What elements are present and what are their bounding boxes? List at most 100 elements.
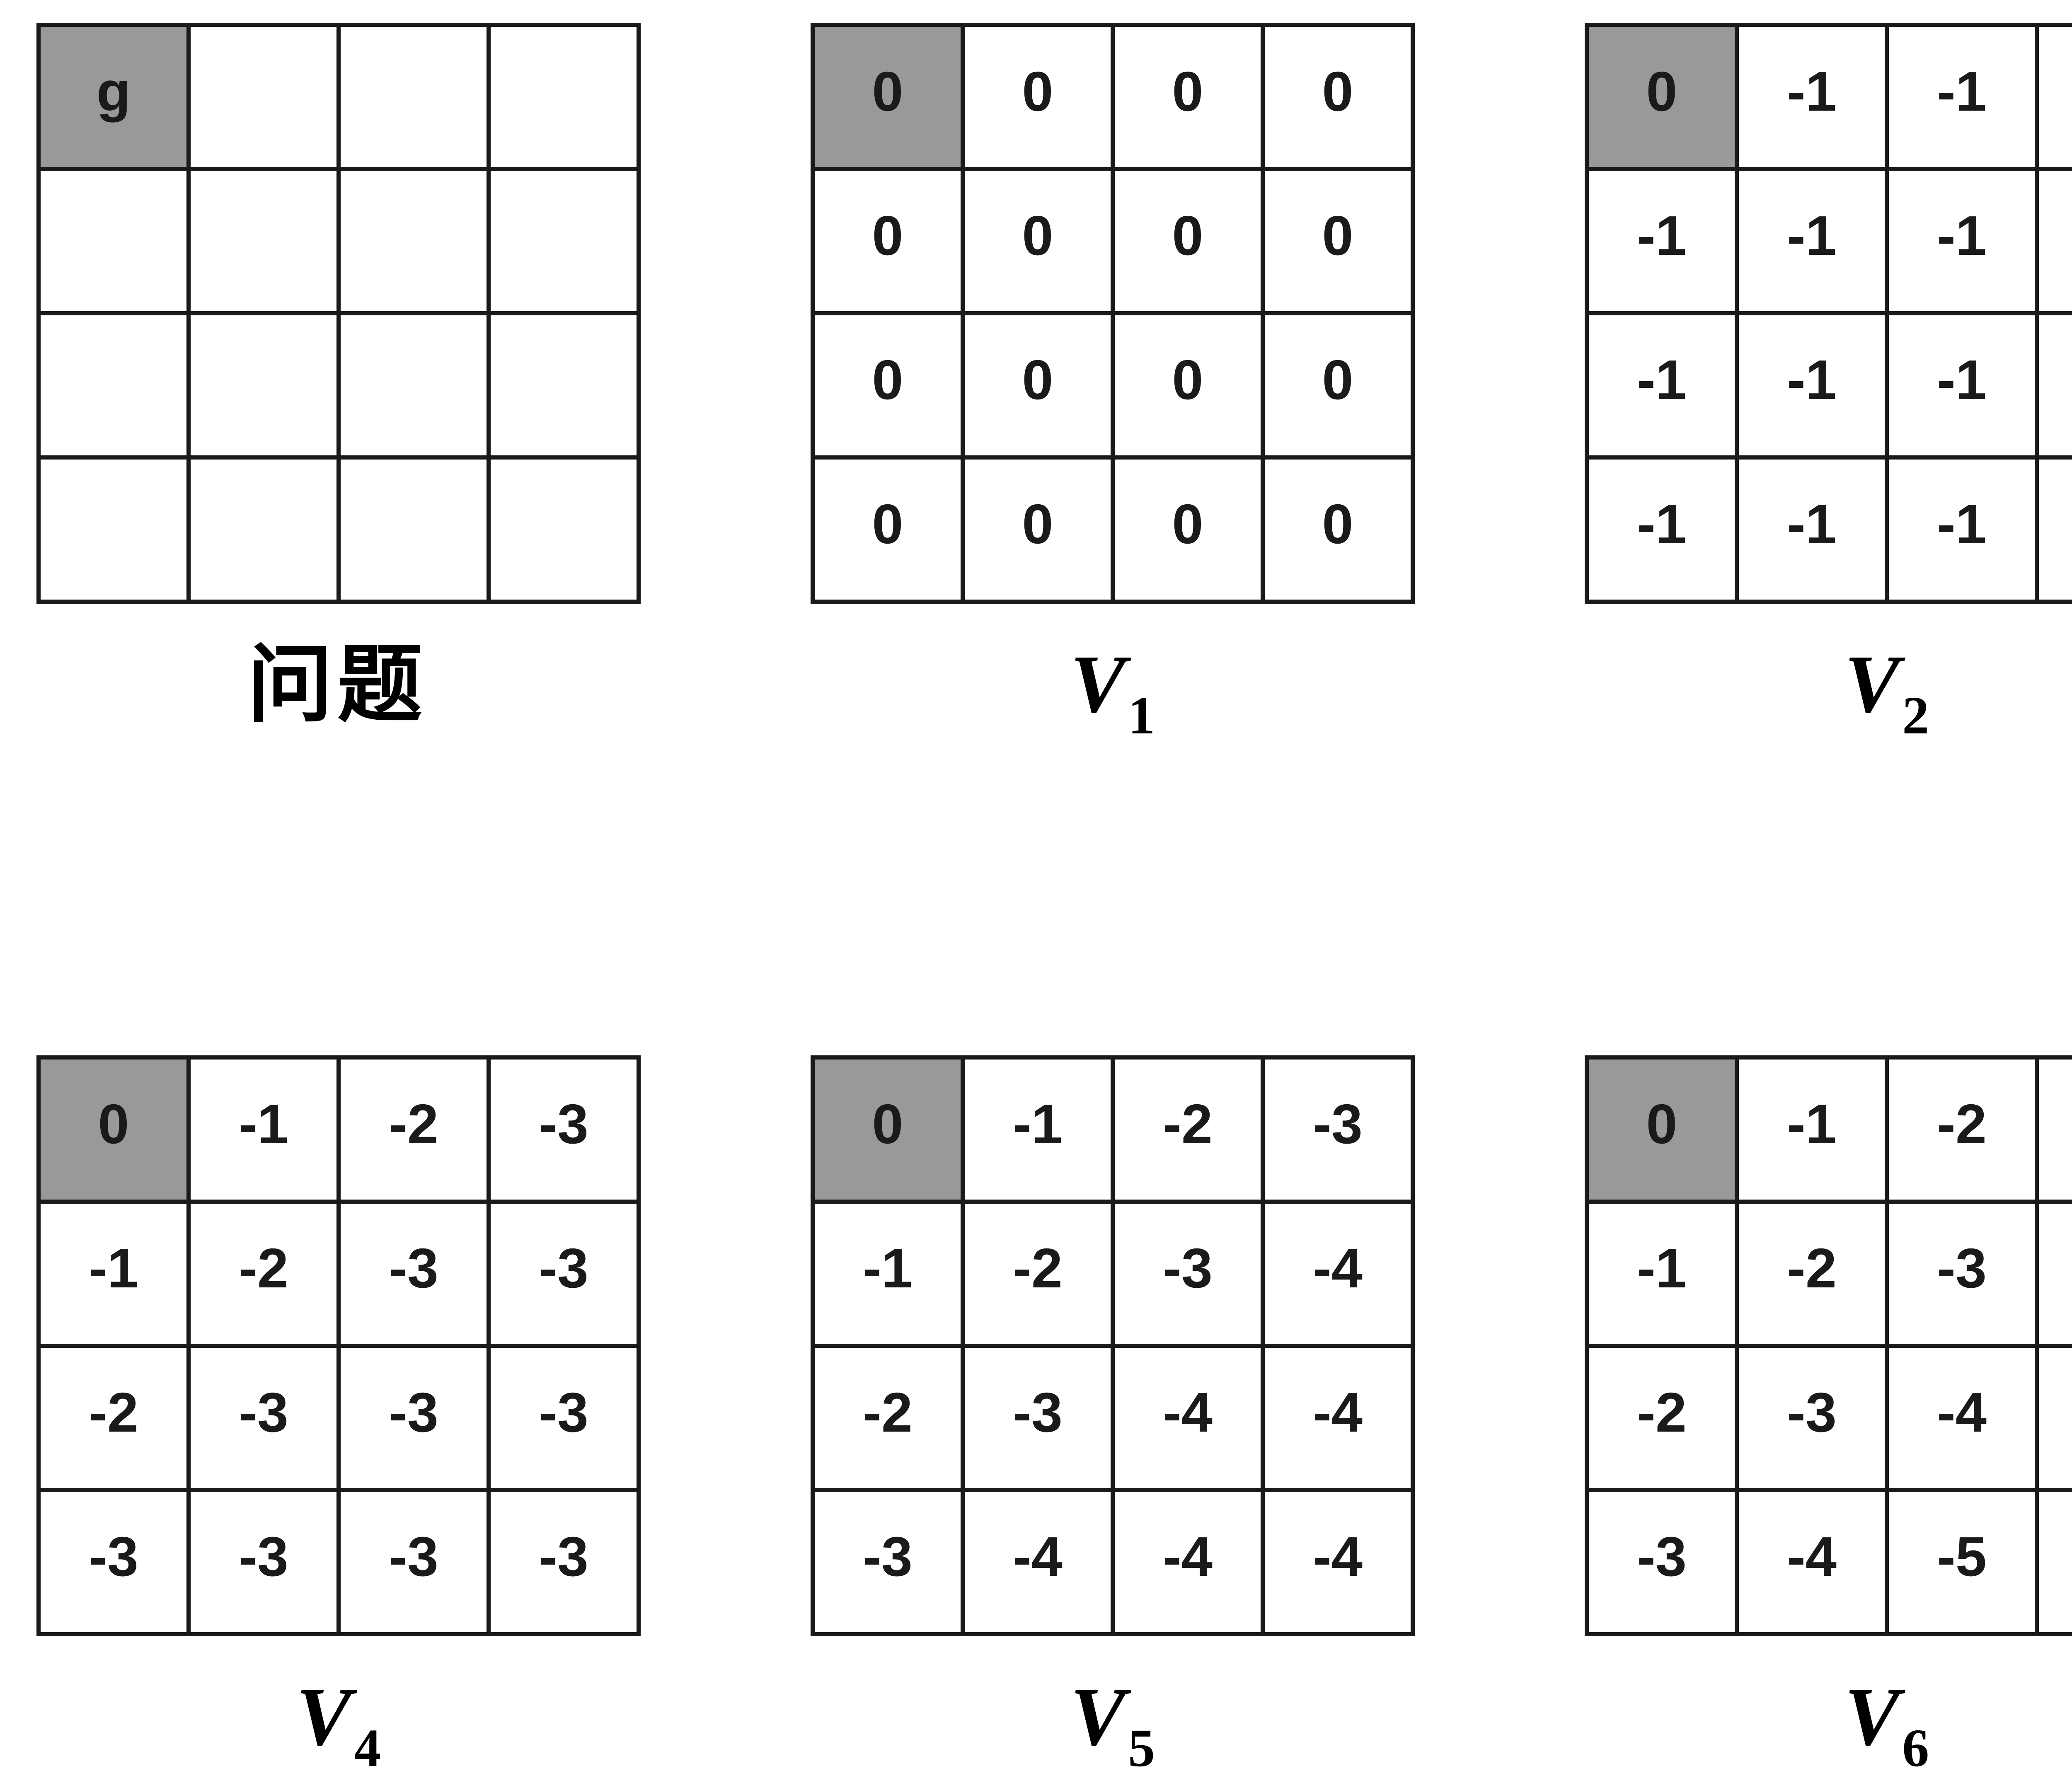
grid-cell: -1 [1585, 311, 1739, 460]
figure-caption: 问题 [247, 643, 430, 745]
value-grid: 0-1-1-1 -1-1-1-1 -1-1-1-1 -1-1-1-1 [1585, 23, 2072, 604]
grid-cell: -4 [2035, 1200, 2072, 1348]
grid-cell: -1 [961, 1055, 1115, 1204]
figure-caption: V5 [1070, 1676, 1155, 1778]
grid-cell: -1 [36, 1200, 191, 1348]
caption-label: V [1844, 639, 1900, 730]
grid-cell: -1 [1585, 1200, 1739, 1348]
goal-cell: 0 [811, 1055, 965, 1204]
grid-cell: -3 [487, 1055, 641, 1204]
caption-label: V [1070, 1671, 1126, 1763]
grid-cell: -1 [2035, 311, 2072, 460]
grid-cell [186, 23, 341, 171]
grid-cell [487, 167, 641, 315]
grid-cell: 0 [961, 23, 1115, 171]
grid-cell: -3 [487, 1488, 641, 1636]
grid-cell: -1 [2035, 167, 2072, 315]
grid-cell: -1 [1885, 455, 2039, 604]
grid-cell [36, 167, 191, 315]
goal-cell: 0 [1585, 23, 1739, 171]
caption-label: V [1070, 639, 1126, 730]
value-grid: 0-1-2-3 -1-2-3-3 -2-3-3-3 -3-3-3-3 [36, 1055, 641, 1636]
grid-cell: -1 [1585, 167, 1739, 315]
grid-cell: -2 [961, 1200, 1115, 1348]
figure-v4: 0-1-2-3 -1-2-3-3 -2-3-3-3 -3-3-3-3 V4 [36, 1055, 641, 1775]
grid-cell [186, 455, 341, 604]
grid-cell [186, 311, 341, 460]
grid-row-bottom: 0-1-2-3 -1-2-3-3 -2-3-3-3 -3-3-3-3 V4 0-… [36, 1055, 2072, 1775]
grid-cell [336, 455, 491, 604]
grid-cell: -1 [1885, 167, 2039, 315]
grid-cell: -2 [1735, 1200, 1889, 1348]
grid-cell: 0 [811, 311, 965, 460]
grid-cell: 0 [1111, 23, 1265, 171]
figure-caption: V1 [1070, 643, 1155, 743]
caption-label: 问题 [247, 639, 427, 733]
caption-subscript: 6 [1902, 1718, 1929, 1778]
grid-cell: 0 [961, 311, 1115, 460]
grid-cell: -3 [336, 1200, 491, 1348]
caption-subscript: 5 [1128, 1718, 1155, 1778]
figure-v2: 0-1-1-1 -1-1-1-1 -1-1-1-1 -1-1-1-1 V2 [1585, 23, 2072, 743]
grid-cell [487, 455, 641, 604]
grid-cell [336, 23, 491, 171]
grid-cell: 0 [1261, 167, 1415, 315]
grid-cell: -1 [1885, 23, 2039, 171]
grid-cell: -2 [1585, 1344, 1739, 1492]
grid-cell: -3 [336, 1344, 491, 1492]
grid-cell: -1 [186, 1055, 341, 1204]
grid-cell: 0 [1111, 167, 1265, 315]
caption-subscript: 1 [1128, 686, 1155, 745]
grid-cell [487, 23, 641, 171]
grid-cell: -1 [1735, 1055, 1889, 1204]
grid-cell: 0 [961, 455, 1115, 604]
grid-cell: -3 [1261, 1055, 1415, 1204]
grid-cell: -4 [1111, 1344, 1265, 1492]
figure-caption: V4 [296, 1676, 381, 1778]
grid-cell: -3 [2035, 1055, 2072, 1204]
grid-cell: 0 [1111, 311, 1265, 460]
grid-cell: 0 [1111, 455, 1265, 604]
grid-cell: -4 [1885, 1344, 2039, 1492]
grid-cell: 0 [811, 167, 965, 315]
grid-cell: 0 [811, 455, 965, 604]
goal-cell: 0 [36, 1055, 191, 1204]
goal-cell: g [36, 23, 191, 171]
grid-cell: -1 [811, 1200, 965, 1348]
grid-cell [336, 311, 491, 460]
figure-caption: V2 [1844, 643, 1929, 743]
figure-problem: g 问题 [36, 23, 641, 745]
grid-cell: -3 [961, 1344, 1115, 1492]
grid-cell: -1 [1735, 311, 1889, 460]
grid-cell: -3 [1735, 1344, 1889, 1492]
grid-cell [36, 311, 191, 460]
caption-subscript: 2 [1902, 686, 1929, 745]
value-grid: g [36, 23, 641, 604]
grid-cell: -4 [1111, 1488, 1265, 1636]
grid-cell [336, 167, 491, 315]
grid-cell: -1 [1585, 455, 1739, 604]
grid-cell: -4 [1261, 1344, 1415, 1492]
grid-cell: -1 [1885, 311, 2039, 460]
grid-cell: -1 [2035, 23, 2072, 171]
goal-cell: 0 [1585, 1055, 1739, 1204]
grid-cell: -3 [336, 1488, 491, 1636]
value-grid: 0-1-2-3 -1-2-3-4 -2-3-4-4 -3-4-4-4 [811, 1055, 1415, 1636]
figure-caption: V6 [1844, 1676, 1929, 1778]
grid-cell [186, 167, 341, 315]
grid-cell: -3 [487, 1200, 641, 1348]
caption-label: V [1844, 1671, 1900, 1763]
figure-v5: 0-1-2-3 -1-2-3-4 -2-3-4-4 -3-4-4-4 V5 [811, 1055, 1415, 1775]
grid-cell: -4 [1261, 1200, 1415, 1348]
grid-cell: -2 [1885, 1055, 2039, 1204]
grid-cell: -1 [2035, 455, 2072, 604]
grid-cell: -5 [2035, 1488, 2072, 1636]
grid-cell: -3 [1585, 1488, 1739, 1636]
figure-v6: 0-1-2-3 -1-2-3-4 -2-3-4-5 -3-4-5-5 V6 [1585, 1055, 2072, 1775]
grid-cell: 0 [1261, 23, 1415, 171]
grid-cell: -2 [36, 1344, 191, 1492]
caption-subscript: 4 [354, 1718, 381, 1778]
